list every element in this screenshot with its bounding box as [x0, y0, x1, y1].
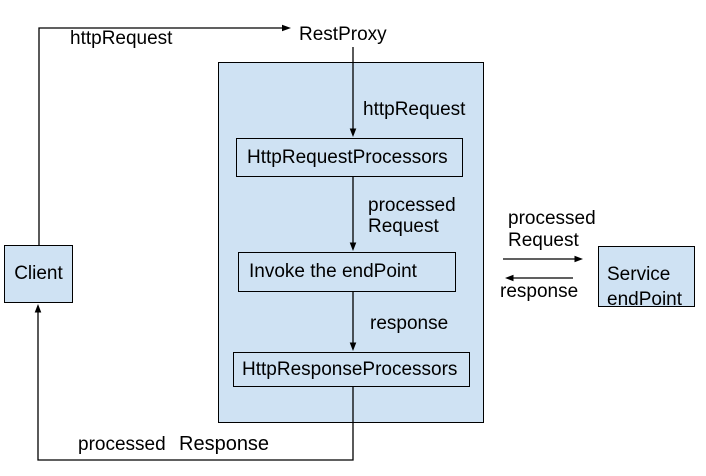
http-response-processors-label: HttpResponseProcessors — [242, 358, 458, 380]
edge-label-response-inner: response — [370, 313, 449, 334]
edge-label-processed-bottom: processed — [78, 434, 166, 455]
client-node-label: Client — [14, 263, 63, 284]
edge-label-processed-request-right-line1: processed — [508, 208, 596, 229]
client-node: Client — [4, 245, 73, 303]
service-endpoint-node — [598, 246, 695, 307]
rest-proxy-title: RestProxy — [299, 24, 387, 45]
edge-label-processed-request-inner: processed Request — [368, 195, 456, 237]
edge-label-processed-request-inner-line1: processed — [368, 195, 456, 216]
edge-label-processed-request-right: processed Request — [508, 208, 596, 252]
arrow-invoke-to-service — [503, 255, 583, 263]
http-request-processors-node: HttpRequestProcessors — [236, 138, 463, 177]
service-endpoint-label: Service endPoint — [607, 262, 682, 312]
service-endpoint-line1: Service — [607, 264, 671, 285]
edge-label-processed-request-right-line2: Request — [508, 230, 579, 251]
http-request-processors-label: HttpRequestProcessors — [247, 146, 448, 168]
invoke-endpoint-label: Invoke the endPoint — [249, 261, 417, 282]
edge-label-response-right: response — [500, 281, 579, 302]
edge-label-httprequest-inner: httpRequest — [363, 99, 466, 120]
invoke-endpoint-node: Invoke the endPoint — [238, 252, 456, 292]
service-endpoint-line2: endPoint — [607, 289, 683, 310]
edge-label-httprequest-top: httpRequest — [70, 28, 173, 49]
http-response-processors-node: HttpResponseProcessors — [233, 352, 470, 387]
edge-label-processed-request-inner-line2: Request — [368, 216, 439, 237]
edge-label-response-bottom: Response — [179, 433, 270, 455]
